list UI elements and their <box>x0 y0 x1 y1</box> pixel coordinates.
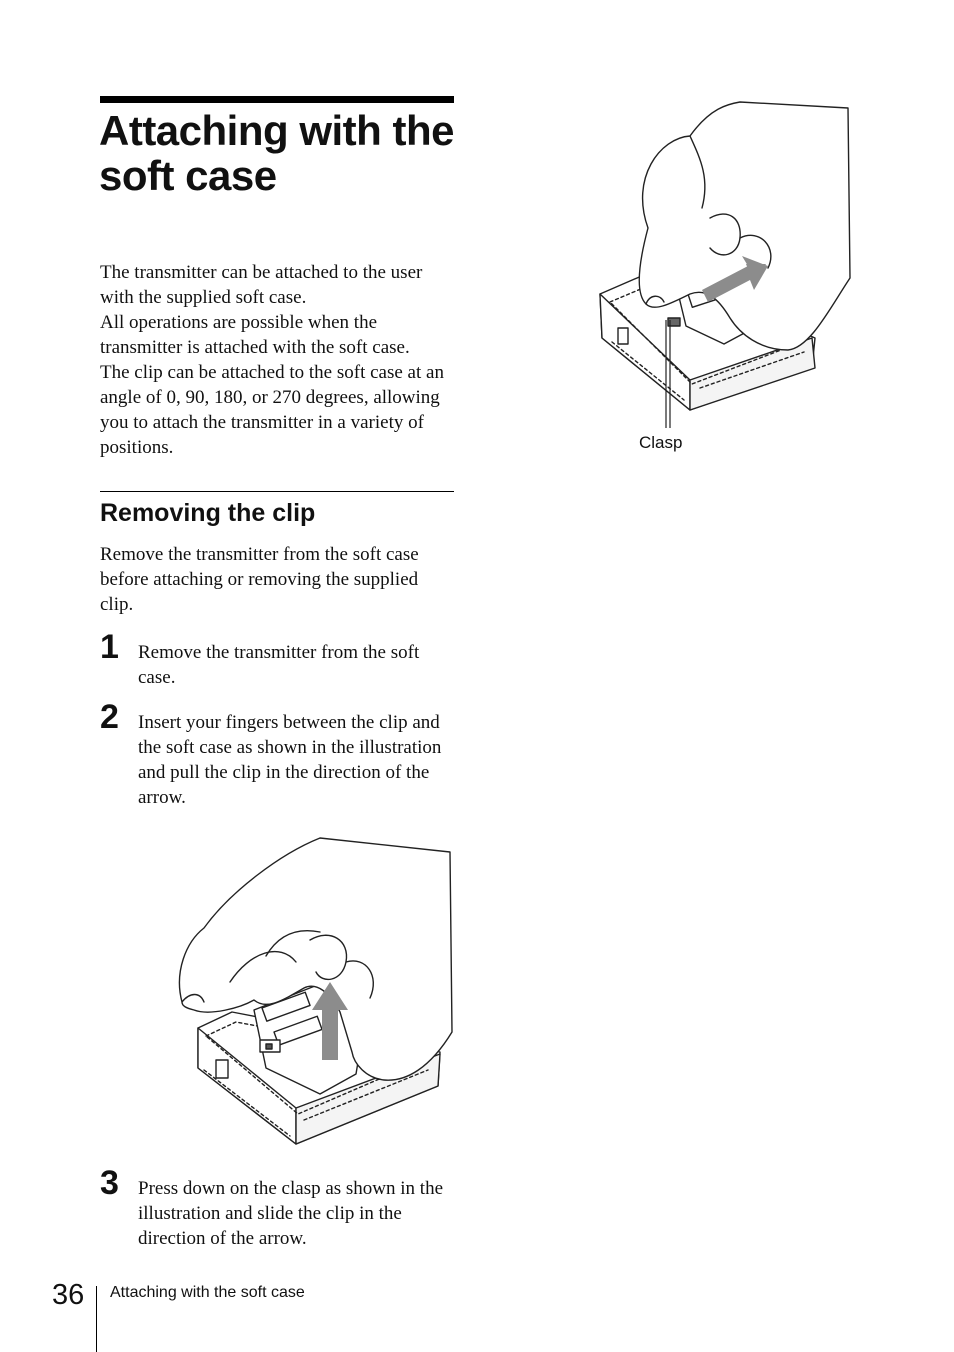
section-rule <box>100 491 454 492</box>
title-rule <box>100 96 454 103</box>
step-number: 3 <box>100 1164 119 1202</box>
page-title: Attaching with the soft case <box>99 108 469 198</box>
intro-paragraph: All operations are possible when the tra… <box>100 312 410 358</box>
step-text: Remove the transmitter from the soft cas… <box>138 642 420 688</box>
intro-paragraph: The transmitter can be attached to the u… <box>100 262 423 308</box>
page-title-line-2: soft case <box>99 152 277 199</box>
step-number: 2 <box>100 698 119 736</box>
step-text: Press down on the clasp as shown in the … <box>138 1178 444 1249</box>
page-number: 36 <box>52 1279 85 1311</box>
clasp-slide-illustration <box>599 101 851 428</box>
section-title: Removing the clip <box>100 499 316 527</box>
section-intro: Remove the transmitter from the soft cas… <box>100 544 419 615</box>
footer-rule <box>96 1286 97 1352</box>
page-title-line-1: Attaching with the <box>99 107 454 154</box>
intro-text: The transmitter can be attached to the u… <box>100 260 460 460</box>
clip-pull-illustration <box>178 837 453 1145</box>
step-text: Insert your fingers between the clip and… <box>138 712 442 808</box>
slide-arrow-head <box>702 256 768 302</box>
running-title: Attaching with the soft case <box>110 1284 305 1301</box>
clasp-callout-label: Clasp <box>639 433 683 452</box>
intro-paragraph: The clip can be attached to the soft cas… <box>100 362 444 458</box>
step-number: 1 <box>100 628 119 666</box>
pull-arrow <box>312 982 348 1060</box>
